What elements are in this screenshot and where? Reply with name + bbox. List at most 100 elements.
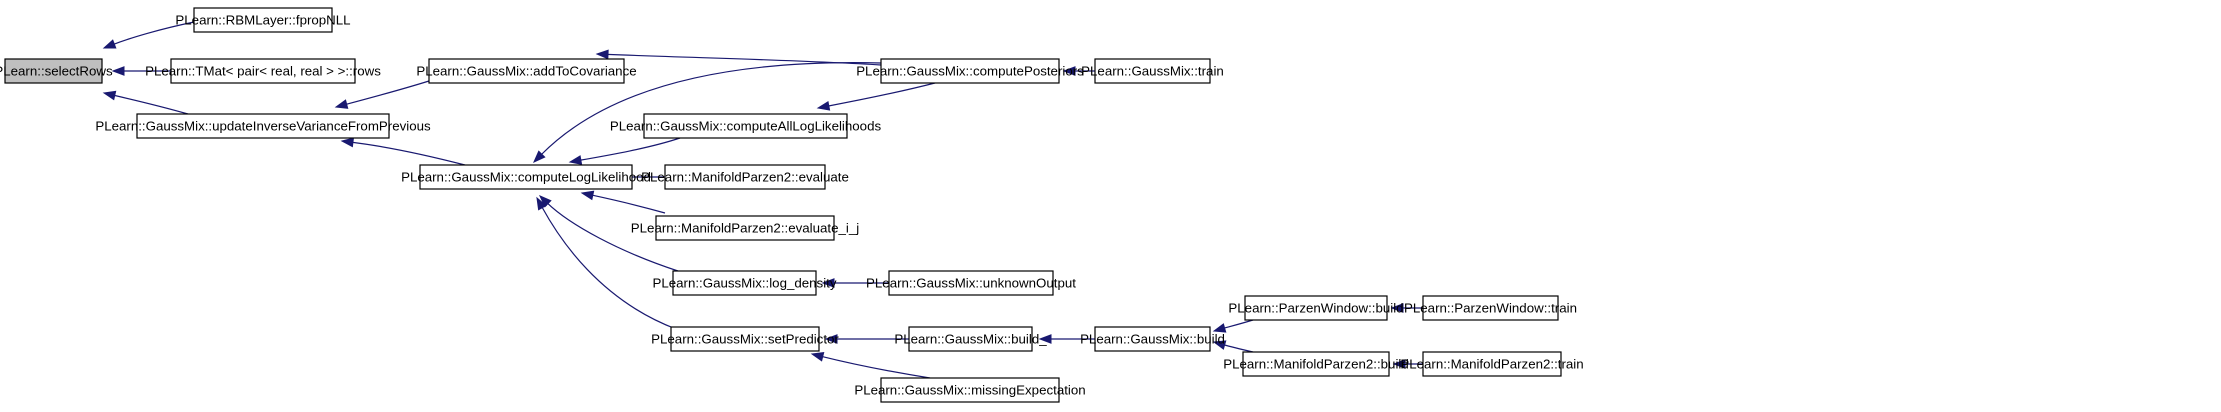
edge-line <box>1223 344 1254 353</box>
edge-gmTrain-to-computePost <box>1062 66 1095 76</box>
arrowhead <box>810 352 825 362</box>
arrowhead <box>1390 303 1404 313</box>
arrowhead <box>334 99 349 109</box>
edge-addToCov-to-updateInv <box>334 80 430 109</box>
node-box[interactable] <box>888 270 1054 296</box>
node-computeAllLL[interactable]: PLearn::GaussMix::computeAllLogLikelihoo… <box>610 113 882 139</box>
node-unknownOut[interactable]: PLearn::GaussMix::unknownOutput <box>866 270 1076 296</box>
arrowhead <box>340 137 355 148</box>
node-label: PLearn::GaussMix::train <box>1081 64 1224 79</box>
edge-gmBuild-to-build_ <box>1038 334 1095 344</box>
node-box[interactable] <box>664 164 826 190</box>
node-box[interactable] <box>193 7 333 33</box>
edge-computePost-to-computeAllLL <box>816 82 936 111</box>
node-box[interactable] <box>880 58 1060 84</box>
edge-missingExp-to-setPred <box>810 352 931 379</box>
edge-computePost-to-computeLL <box>533 62 882 163</box>
node-box[interactable] <box>136 113 390 139</box>
arrowhead <box>533 150 546 163</box>
node-tmatRows[interactable]: PLearn::TMat< pair< real, real > >::rows <box>145 58 381 84</box>
edge-fpropNLL-to-selectRows <box>102 21 195 49</box>
edge-line <box>546 202 679 272</box>
edge-line <box>113 21 195 45</box>
node-layer: PLearn::selectRows PLearn::RBMLayer::fpro… <box>0 7 1584 403</box>
arrowhead <box>568 155 583 165</box>
node-label: PLearn::RBMLayer::fpropNLL <box>175 13 350 28</box>
edge-mpEvalIJ-to-computeLL <box>580 190 666 214</box>
node-label: PLearn::TMat< pair< real, real > >::rows <box>145 64 381 79</box>
edge-line <box>579 137 681 161</box>
arrowhead <box>1212 323 1227 333</box>
edge-updateInv-to-selectRows <box>102 90 189 115</box>
node-box[interactable] <box>4 58 103 84</box>
node-gmTrain[interactable]: PLearn::GaussMix::train <box>1081 58 1224 84</box>
arrowhead <box>536 196 547 211</box>
node-logDensity[interactable]: PLearn::GaussMix::log_density <box>652 270 837 296</box>
node-label: PLearn::ManifoldParzen2::evaluate_i_j <box>631 221 859 236</box>
arrowhead <box>111 66 125 76</box>
node-fpropNLL[interactable]: PLearn::RBMLayer::fpropNLL <box>175 7 351 33</box>
node-label: PLearn::GaussMix::unknownOutput <box>866 276 1076 291</box>
node-label: PLearn::ManifoldParzen2::train <box>1400 357 1583 372</box>
node-box[interactable] <box>1244 295 1388 321</box>
node-label: PLearn::GaussMix::log_density <box>652 276 836 291</box>
node-label: PLearn::GaussMix::updateInverseVarianceF… <box>95 119 431 134</box>
node-box[interactable] <box>643 113 848 139</box>
edge-mpBuild-to-gmBuild <box>1212 340 1254 353</box>
edge-build_-to-setPred <box>824 334 909 344</box>
node-computeLL[interactable]: PLearn::GaussMix::computeLogLikelihood <box>401 164 651 190</box>
edge-line <box>351 141 466 166</box>
node-box[interactable] <box>1094 58 1211 84</box>
arrowhead <box>1062 66 1076 76</box>
edge-tmatRows-to-selectRows <box>111 66 171 76</box>
node-box[interactable] <box>419 164 633 190</box>
node-label: PLearn::selectRows <box>0 64 113 79</box>
edge-line <box>113 94 189 115</box>
node-label: PLearn::GaussMix::computeLogLikelihood <box>401 170 651 185</box>
node-pwBuild[interactable]: PLearn::ParzenWindow::build <box>1228 295 1404 321</box>
node-selectRows[interactable]: PLearn::selectRows <box>0 58 113 84</box>
edge-line <box>540 62 882 156</box>
node-missingExp[interactable]: PLearn::GaussMix::missingExpectation <box>854 377 1086 403</box>
edge-layer <box>102 21 1424 379</box>
node-box[interactable] <box>655 215 835 241</box>
node-mpBuild[interactable]: PLearn::ManifoldParzen2::build <box>1223 351 1409 377</box>
node-box[interactable] <box>670 326 820 352</box>
node-addToCov[interactable]: PLearn::GaussMix::addToCovariance <box>416 58 637 84</box>
edge-computeLL-to-updateInv <box>340 137 466 166</box>
edge-mpTrain-to-mpBuild <box>1392 359 1423 369</box>
node-label: PLearn::GaussMix::computeAllLogLikelihoo… <box>610 119 882 134</box>
node-mpTrain[interactable]: PLearn::ManifoldParzen2::train <box>1400 351 1584 377</box>
node-setPred[interactable]: PLearn::GaussMix::setPredictor <box>651 326 839 352</box>
node-computePost[interactable]: PLearn::GaussMix::computePosteriors <box>856 58 1084 84</box>
edge-line <box>591 194 666 214</box>
arrowhead <box>595 49 609 60</box>
node-label: PLearn::ManifoldParzen2::evaluate <box>641 170 849 185</box>
arrowhead <box>1038 334 1052 344</box>
node-pwTrain[interactable]: PLearn::ParzenWindow::train <box>1404 295 1577 321</box>
node-box[interactable] <box>1242 351 1390 377</box>
node-gmBuild[interactable]: PLearn::GaussMix::build <box>1080 326 1225 352</box>
node-box[interactable] <box>1422 351 1562 377</box>
node-mpEval[interactable]: PLearn::ManifoldParzen2::evaluate <box>641 164 849 190</box>
node-box[interactable] <box>1422 295 1559 321</box>
node-label: PLearn::ParzenWindow::build <box>1228 301 1403 316</box>
node-box[interactable] <box>1094 326 1211 352</box>
node-box[interactable] <box>672 270 817 296</box>
edge-pwTrain-to-pwBuild <box>1390 303 1424 313</box>
arrowhead <box>816 101 831 111</box>
node-label: PLearn::GaussMix::computePosteriors <box>856 64 1084 79</box>
node-build_[interactable]: PLearn::GaussMix::build_ <box>894 326 1047 352</box>
node-mpEvalIJ[interactable]: PLearn::ManifoldParzen2::evaluate_i_j <box>631 215 859 241</box>
node-updateInv[interactable]: PLearn::GaussMix::updateInverseVarianceF… <box>95 113 431 139</box>
edge-logDensity-to-computeLL <box>538 195 679 272</box>
node-label: PLearn::GaussMix::addToCovariance <box>416 64 636 79</box>
node-box[interactable] <box>908 326 1033 352</box>
node-box[interactable] <box>428 58 625 84</box>
node-box[interactable] <box>880 377 1060 403</box>
edge-unknownOut-to-logDensity <box>821 278 890 288</box>
arrowhead <box>580 190 595 201</box>
node-box[interactable] <box>170 58 356 84</box>
node-label: PLearn::GaussMix::build_ <box>894 332 1047 347</box>
